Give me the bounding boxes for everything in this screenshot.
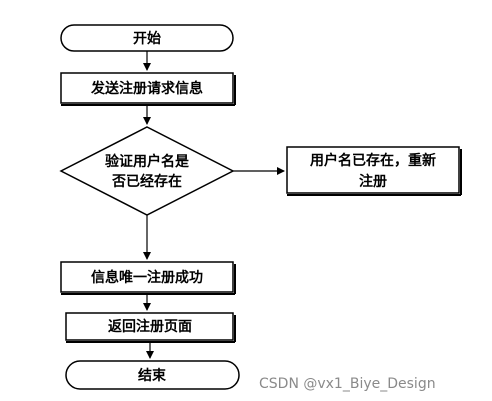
username-exists-label-line2: 注册 [359, 173, 387, 190]
unique-success-node: 信息唯一注册成功 [60, 261, 236, 295]
start-label: 开始 [133, 30, 161, 47]
decision-label-line1: 验证用户名是 [105, 153, 190, 170]
return-page-node: 返回注册页面 [65, 312, 236, 343]
start-node: 开始 [60, 24, 234, 52]
send-request-label: 发送注册请求信息 [90, 80, 203, 97]
end-node: 结束 [65, 360, 240, 390]
send-request-node: 发送注册请求信息 [60, 72, 236, 106]
unique-success-label: 信息唯一注册成功 [91, 269, 203, 286]
return-page-label: 返回注册页面 [108, 318, 192, 335]
decision-label-line2: 否已经存在 [111, 173, 182, 190]
end-label: 结束 [138, 367, 167, 384]
watermark: CSDN @vx1_Biye_Design [259, 376, 436, 392]
username-exists-node: 用户名已存在，重新 注册 [286, 146, 462, 196]
decision-node: 验证用户名是 否已经存在 [59, 126, 235, 216]
username-exists-label-line1: 用户名已存在，重新 [310, 152, 436, 169]
